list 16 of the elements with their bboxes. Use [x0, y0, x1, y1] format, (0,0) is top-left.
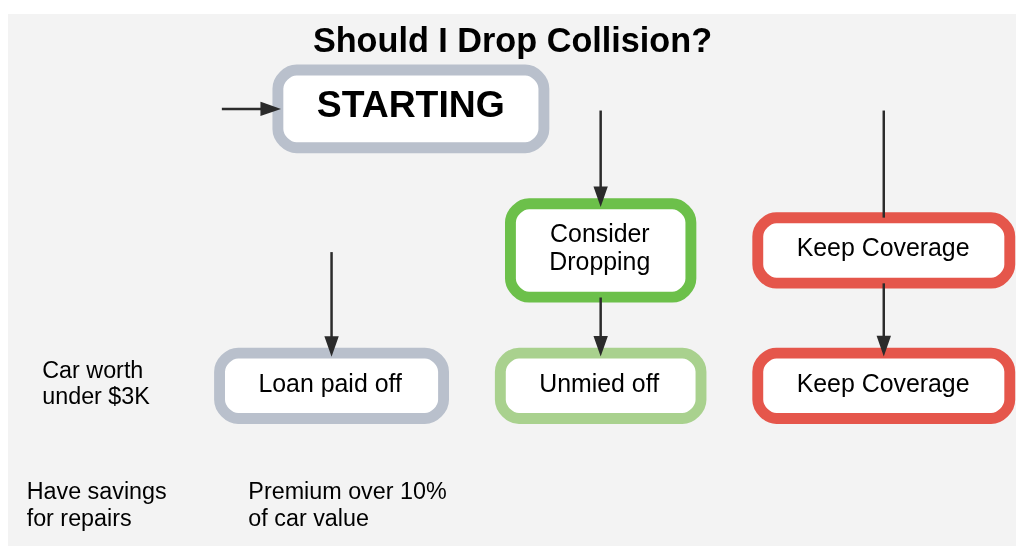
- node-box: Consider Dropping: [505, 197, 697, 303]
- node-box: Keep Coverage: [752, 211, 1016, 289]
- arrow: [876, 282, 891, 356]
- label: Have savings for repairs: [26, 477, 167, 531]
- connector: [882, 110, 886, 218]
- arrow: [221, 101, 281, 116]
- node-box: Loan paid off: [214, 347, 449, 424]
- arrow: [593, 297, 608, 357]
- arrow: [324, 251, 339, 357]
- arrow: [593, 110, 608, 207]
- node-box: Unmied off: [494, 347, 707, 424]
- label: Premium over 10% of car value: [248, 477, 447, 531]
- label: Car worth under $3K: [42, 356, 150, 409]
- node-box: Keep Coverage: [752, 347, 1016, 424]
- diagram-title: Should I Drop Collision?: [312, 20, 713, 59]
- node-box: STARTING: [272, 64, 550, 153]
